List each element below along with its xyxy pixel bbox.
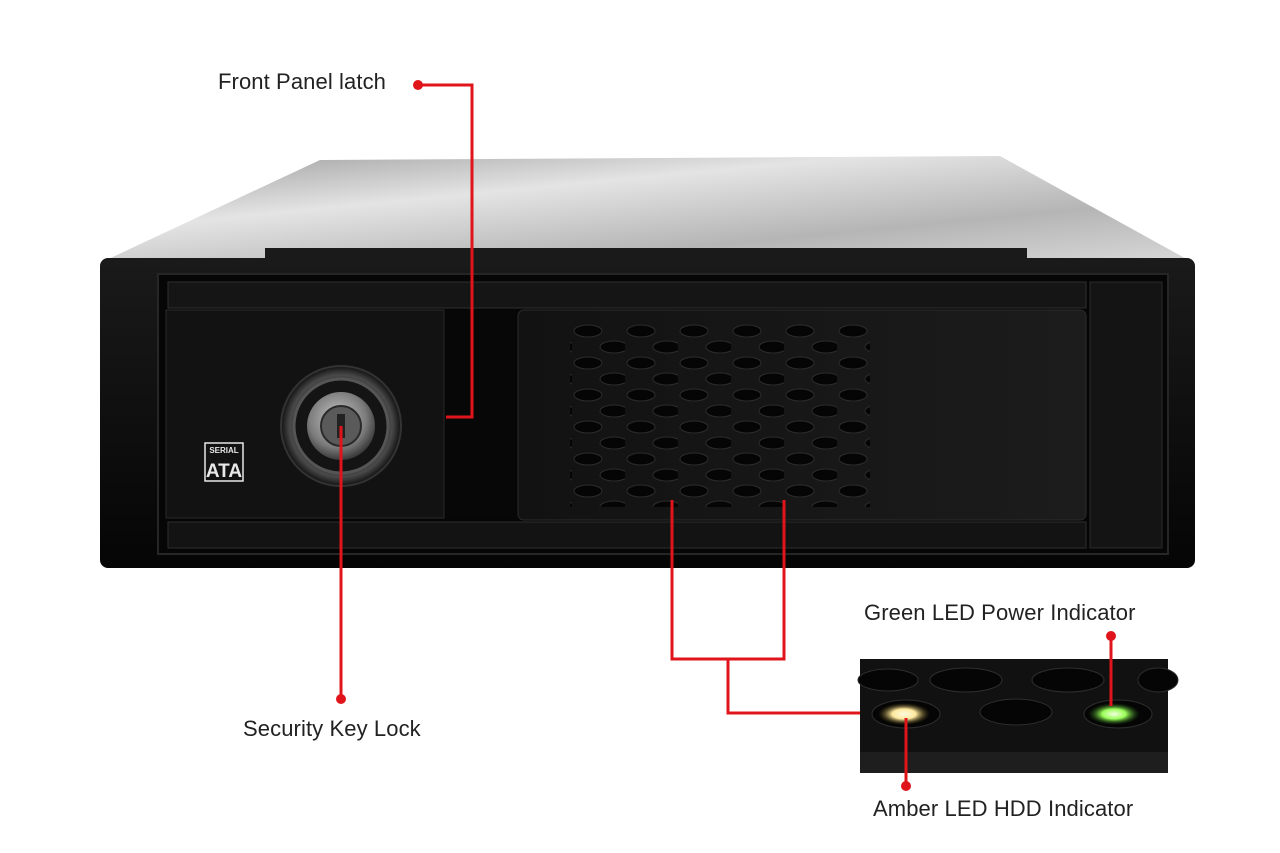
- tray-vent-pattern: [570, 322, 870, 507]
- amber-connector-line: [726, 659, 860, 715]
- enclosure-top-lid: [102, 156, 1192, 262]
- latch-callout-line: [418, 83, 474, 419]
- security-key-lock-label: Security Key Lock: [243, 716, 421, 741]
- latch-callout-dot: [413, 80, 423, 90]
- top-rail: [167, 281, 1087, 309]
- tray-gap: [446, 310, 516, 518]
- bottom-rail: [167, 521, 1087, 549]
- green-callout-dot: [1106, 631, 1116, 641]
- serial-ata-logo: SERIAL ATA: [204, 442, 244, 482]
- amber-led-label: Amber LED HDD Indicator: [873, 796, 1134, 821]
- led-closeup-inset: [857, 659, 1179, 773]
- front-panel-latch-label: Front Panel latch: [218, 69, 387, 94]
- callout-lines: [339, 83, 1113, 784]
- amber-callout-dot: [901, 781, 911, 791]
- serial-ata-badge-top: SERIAL: [209, 446, 238, 455]
- serial-ata-badge-main: ATA: [206, 461, 243, 482]
- callout-dots: [336, 80, 1116, 791]
- right-side-panel: [1089, 281, 1163, 549]
- green-led-label: Green LED Power Indicator: [864, 600, 1136, 625]
- lock-callout-dot: [336, 694, 346, 704]
